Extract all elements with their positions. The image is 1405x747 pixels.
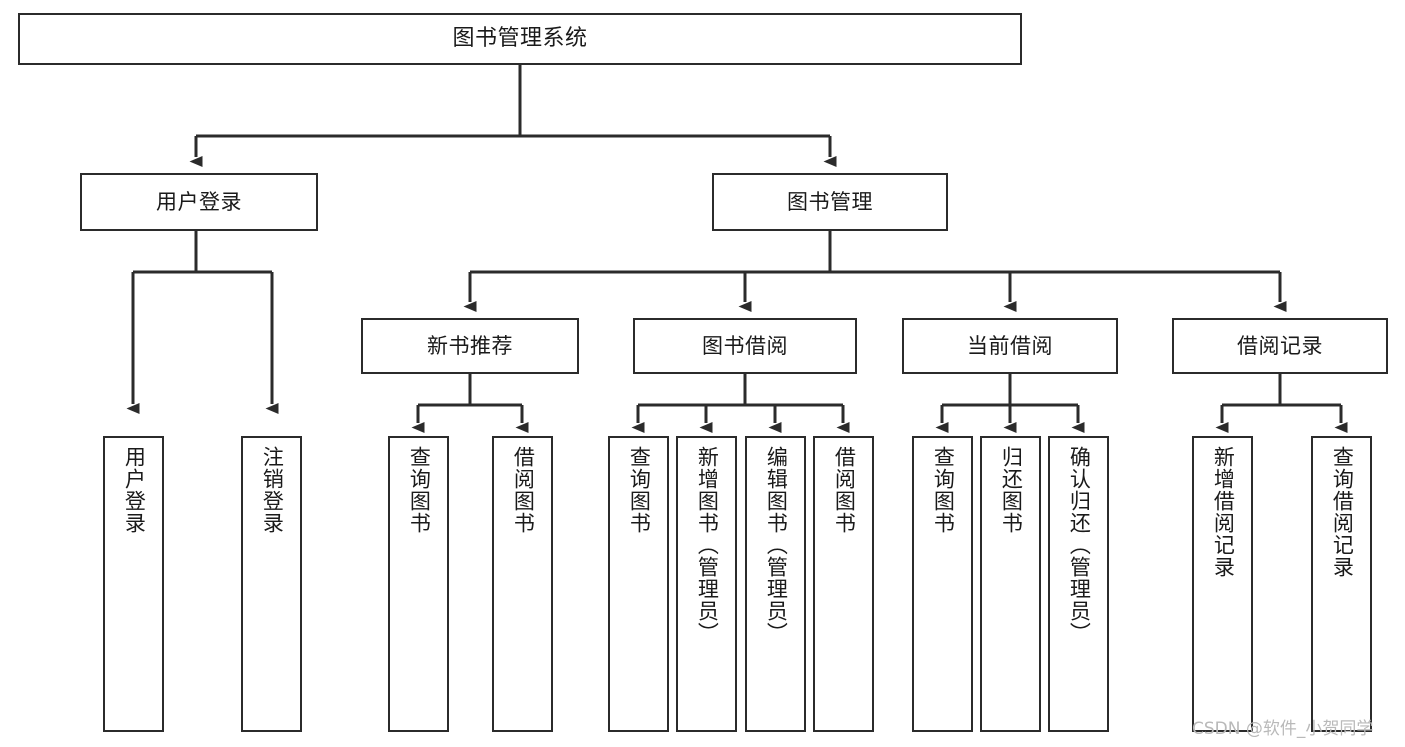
node-user-login-label: 用户登录: [156, 189, 242, 214]
leaf-borrow-edit-book[interactable]: 编辑图书（管理员）: [745, 436, 806, 732]
leaf-rec-query-book-label: 查询图书: [407, 446, 432, 534]
leaf-cur-confirm-return[interactable]: 确认归还（管理员）: [1048, 436, 1109, 732]
node-new-book-rec[interactable]: 新书推荐: [361, 318, 579, 374]
leaf-cur-query-book[interactable]: 查询图书: [912, 436, 973, 732]
node-new-book-rec-label: 新书推荐: [427, 333, 513, 358]
node-current-borrow[interactable]: 当前借阅: [902, 318, 1118, 374]
leaf-cur-query-book-label: 查询图书: [931, 446, 956, 534]
leaf-rec-borrow-book-label: 借阅图书: [511, 446, 536, 534]
node-root[interactable]: 图书管理系统: [18, 13, 1022, 65]
leaf-cur-return-book[interactable]: 归还图书: [980, 436, 1041, 732]
leaf-cur-return-book-label: 归还图书: [999, 446, 1024, 534]
node-root-label: 图书管理系统: [452, 26, 588, 52]
leaf-borrow-query-book[interactable]: 查询图书: [608, 436, 669, 732]
leaf-rec-add-record-label: 新增借阅记录: [1211, 446, 1236, 578]
leaf-rec-query-record[interactable]: 查询借阅记录: [1311, 436, 1372, 732]
leaf-rec-add-record[interactable]: 新增借阅记录: [1192, 436, 1253, 732]
node-user-login[interactable]: 用户登录: [80, 173, 318, 231]
leaf-user-login[interactable]: 用户登录: [103, 436, 164, 732]
node-book-manage[interactable]: 图书管理: [712, 173, 948, 231]
node-book-manage-label: 图书管理: [787, 189, 873, 214]
leaf-user-logout[interactable]: 注销登录: [241, 436, 302, 732]
node-book-borrow[interactable]: 图书借阅: [633, 318, 857, 374]
leaf-user-logout-label: 注销登录: [260, 446, 285, 534]
leaf-rec-borrow-book[interactable]: 借阅图书: [492, 436, 553, 732]
leaf-borrow-borrow-book-label: 借阅图书: [832, 446, 857, 534]
leaf-rec-query-record-label: 查询借阅记录: [1330, 446, 1355, 578]
leaf-rec-query-book[interactable]: 查询图书: [388, 436, 449, 732]
node-borrow-record-label: 借阅记录: [1237, 333, 1323, 358]
node-book-borrow-label: 图书借阅: [702, 333, 788, 358]
node-borrow-record[interactable]: 借阅记录: [1172, 318, 1388, 374]
leaf-borrow-add-book-label: 新增图书（管理员）: [695, 446, 720, 644]
leaf-borrow-edit-book-label: 编辑图书（管理员）: [764, 446, 789, 644]
leaf-user-login-label: 用户登录: [122, 446, 147, 534]
leaf-borrow-borrow-book[interactable]: 借阅图书: [813, 436, 874, 732]
leaf-cur-confirm-return-label: 确认归还（管理员）: [1067, 446, 1092, 644]
csdn-watermark: CSDN @软件_小贺同学: [1192, 719, 1374, 739]
leaf-borrow-query-book-label: 查询图书: [627, 446, 652, 534]
leaf-borrow-add-book[interactable]: 新增图书（管理员）: [676, 436, 737, 732]
node-current-borrow-label: 当前借阅: [967, 333, 1053, 358]
